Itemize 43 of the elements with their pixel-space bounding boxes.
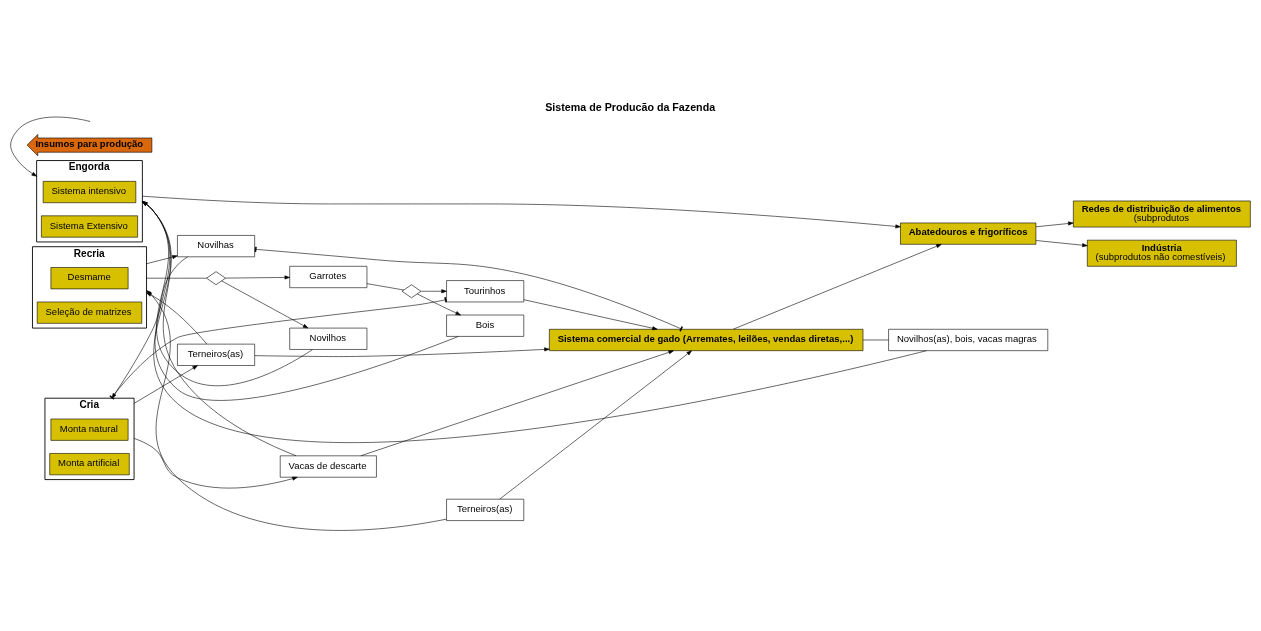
arrow — [142, 195, 901, 229]
arrow — [523, 299, 658, 331]
arrow — [1035, 221, 1074, 228]
node-box: Sistema intensivo — [42, 181, 137, 204]
diagram-title: Sistema de Producão da Fazenda — [545, 100, 716, 113]
arrow — [146, 255, 178, 265]
node-box: Terneiros(as) — [446, 498, 525, 521]
node-box: Terneiros(as) — [177, 343, 255, 366]
arrow — [421, 289, 447, 294]
arrow — [133, 438, 298, 489]
node-box: Abatedouros e frigoríficos — [900, 222, 1037, 245]
arrow — [732, 244, 942, 330]
node-box: Indústria (subprodutos não comestíveis) — [1087, 239, 1237, 267]
arrow — [142, 201, 297, 457]
node-box: Sistema Extensivo — [41, 215, 138, 238]
arrow — [221, 280, 309, 329]
connector — [254, 246, 683, 332]
arrow — [254, 347, 550, 357]
arrow — [1035, 240, 1088, 248]
node-box: Redes de distribuição de alimentos (subprodutos — [1073, 200, 1251, 228]
connector — [109, 297, 447, 400]
arrow — [142, 201, 927, 443]
connector — [146, 277, 207, 279]
arrow — [225, 275, 290, 280]
node-box: Monta artificial — [49, 453, 130, 476]
node-box: Novilhos(as), bois, vacas magras — [888, 329, 1049, 351]
node-box: Monta natural — [50, 418, 129, 441]
node-box: Desmame — [50, 267, 129, 290]
node-box: Novilhos — [289, 327, 368, 350]
node-box: Seleção de matrizes — [36, 301, 143, 324]
arrow — [499, 350, 692, 500]
arrow — [142, 201, 313, 386]
arrow — [10, 116, 90, 177]
node-diamond — [206, 271, 226, 286]
arrow — [111, 256, 189, 399]
node-box: Vacas de descarte — [279, 455, 377, 478]
arrow — [360, 350, 674, 457]
node-box: Bois — [446, 314, 525, 337]
arrow — [133, 365, 198, 404]
arrow — [416, 293, 461, 316]
arrow — [142, 201, 459, 401]
node-box: Garrotes — [289, 266, 368, 288]
node-diamond — [401, 284, 422, 299]
